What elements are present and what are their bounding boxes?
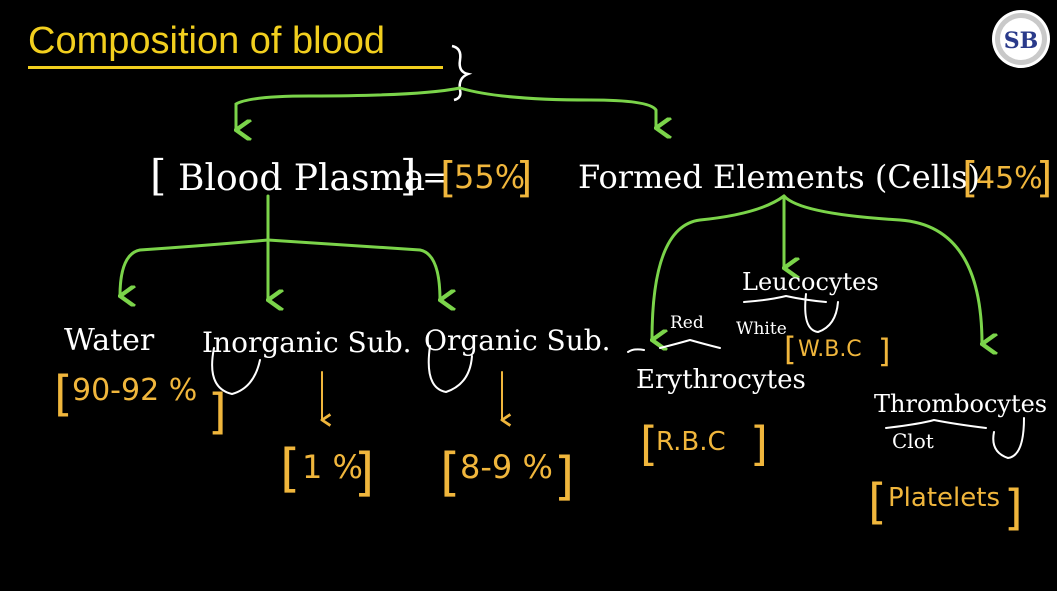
inorganic-value-open: [ bbox=[280, 439, 300, 499]
thrombocytes-label: Thrombocytes bbox=[874, 390, 1047, 418]
plasma-open-bracket: [ bbox=[150, 151, 166, 200]
leucocyte-hook bbox=[804, 293, 839, 334]
organic-hook bbox=[427, 345, 473, 394]
plasma-value-open: [ bbox=[440, 153, 456, 202]
page-title: Composition of blood bbox=[28, 22, 443, 69]
erythrocytes-label: Erythrocytes bbox=[636, 365, 806, 395]
title-text: Composition of blood bbox=[28, 20, 385, 62]
formed-value-close: ] bbox=[1036, 153, 1052, 202]
plasma-close-bracket: ] bbox=[400, 151, 416, 200]
wbc-value-open: [ bbox=[784, 330, 796, 368]
organic-value-open: [ bbox=[440, 443, 460, 503]
water-value: 90-92 % bbox=[72, 373, 197, 408]
title-brace bbox=[451, 44, 473, 102]
thrombocytes-note: Clot bbox=[892, 429, 934, 453]
arrow-to-organic bbox=[266, 238, 440, 300]
sb-logo-icon: SB bbox=[992, 10, 1050, 68]
inorganic-value: 1 % bbox=[302, 448, 363, 486]
rbc-value-close: ] bbox=[750, 417, 768, 471]
arrow-to-formed bbox=[458, 86, 656, 128]
plasma-value-close: ] bbox=[516, 153, 532, 202]
inorganic-hook bbox=[211, 347, 261, 396]
platelets-value-close: ] bbox=[1004, 480, 1023, 536]
water-value-close: ] bbox=[208, 384, 227, 440]
rbc-value-open: [ bbox=[640, 417, 658, 471]
leucocytes-label: Leucocytes bbox=[742, 268, 879, 296]
wbc-value: W.B.C bbox=[798, 337, 862, 362]
title-underline bbox=[28, 66, 443, 69]
wbc-value-close: ] bbox=[878, 332, 890, 370]
formed-label: Formed Elements (Cells) bbox=[578, 158, 980, 196]
formed-value-open: [ bbox=[962, 153, 978, 202]
arrow-to-erythrocytes bbox=[652, 194, 786, 340]
erythrocytes-note: Red bbox=[670, 313, 704, 333]
plasma-equals: = bbox=[422, 158, 449, 196]
arrow-to-thrombocytes bbox=[782, 194, 982, 344]
platelets-value: Platelets bbox=[888, 483, 1000, 513]
plasma-label: Blood Plasma bbox=[178, 158, 425, 199]
plasma-value: 55% bbox=[454, 158, 525, 196]
organic-value: 8-9 % bbox=[460, 448, 553, 486]
arrow-to-plasma bbox=[236, 86, 462, 130]
water-label: Water bbox=[64, 323, 155, 358]
erythro-hook bbox=[627, 348, 645, 353]
arrow-to-water bbox=[120, 194, 270, 296]
red-brace bbox=[659, 338, 721, 349]
logo-text: SB bbox=[1004, 28, 1038, 54]
leucocytes-note: White bbox=[736, 319, 787, 339]
thrombocyte-hook bbox=[992, 417, 1025, 460]
water-value-open: [ bbox=[54, 366, 73, 422]
formed-value: 45% bbox=[976, 161, 1043, 196]
white-brace bbox=[743, 294, 827, 303]
inorganic-value-close: ] bbox=[354, 443, 374, 503]
inorganic-label: Inorganic Sub. bbox=[202, 326, 412, 359]
platelets-value-open: [ bbox=[868, 474, 887, 530]
clot-brace bbox=[885, 418, 987, 429]
organic-label: Organic Sub. bbox=[424, 324, 611, 357]
organic-value-close: ] bbox=[554, 447, 574, 507]
rbc-value: R.B.C bbox=[656, 427, 726, 457]
